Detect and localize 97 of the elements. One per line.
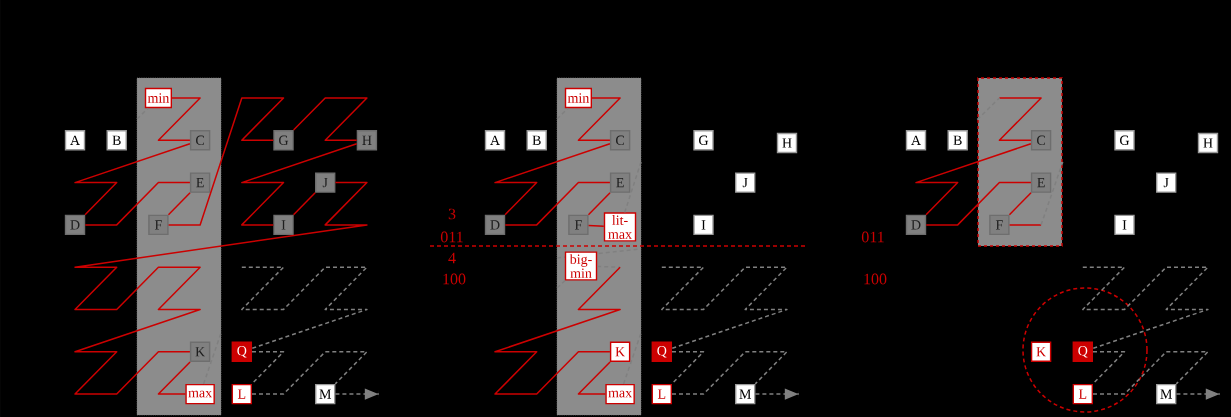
curve-segment (1040, 161, 1064, 226)
curve-segment (202, 332, 222, 385)
point-box: D (64, 214, 86, 236)
point-box: L (231, 383, 252, 405)
point-box: K (1030, 341, 1052, 362)
point-box: K (189, 341, 211, 362)
curve-segment (671, 351, 788, 395)
curve-segment (167, 192, 191, 216)
curve-segment (976, 97, 1001, 121)
point-box: max (185, 383, 215, 405)
point-box: E (609, 172, 631, 193)
point-box: L (651, 383, 672, 405)
curve-segment (167, 97, 285, 226)
point-box: Q (651, 341, 672, 362)
curve-segment (556, 107, 569, 120)
curve-segment (241, 266, 368, 350)
curve-segment (504, 181, 611, 226)
bit-label: 100 (864, 273, 887, 285)
curve-segment (1008, 192, 1032, 216)
point-box: C (609, 130, 631, 151)
bit-label: 3 (448, 208, 456, 220)
search-circle (1022, 287, 1148, 413)
curve-segment (587, 192, 611, 216)
curve-segment (587, 224, 605, 227)
point-box: H (1197, 132, 1219, 154)
curve-segment (251, 351, 368, 395)
point-box: M (735, 383, 756, 405)
arrow (334, 388, 380, 400)
point-box: M (315, 383, 336, 405)
point-box: F (568, 214, 589, 236)
curve-segment (915, 143, 1032, 216)
point-box: J (315, 172, 336, 193)
point-box: J (735, 172, 756, 193)
curve-segment (1092, 351, 1126, 385)
point-box: G (693, 130, 714, 151)
point-box: E (189, 172, 211, 193)
arrow (1175, 388, 1221, 400)
point-box: G (273, 130, 294, 151)
curve-segment (925, 181, 1032, 226)
point-box: B (947, 130, 968, 151)
curve-segment (136, 107, 149, 120)
curve-segment (74, 143, 191, 216)
curve-segment (74, 181, 368, 395)
point-box: A (905, 130, 927, 151)
bit-label: 011 (440, 231, 463, 243)
curve-segment (1082, 266, 1209, 350)
point-box: D (484, 214, 506, 236)
curve-segment (998, 97, 1042, 142)
point-box: F (989, 214, 1010, 236)
point-box: H (356, 130, 378, 151)
point-box: big-min (564, 251, 598, 281)
curve-segment (494, 266, 621, 395)
arrow (754, 388, 800, 400)
curve-segment (241, 143, 358, 226)
curve-segment (157, 361, 191, 395)
point-box: F (148, 214, 169, 236)
point-box: E (1030, 172, 1052, 193)
point-box: B (526, 130, 547, 151)
curve-segment (671, 351, 705, 385)
point-box: I (693, 214, 714, 236)
curve-segment (292, 192, 316, 216)
point-box: max (605, 383, 635, 405)
curve-segment (494, 143, 611, 216)
curve-segment (1008, 224, 1042, 226)
point-box: A (484, 130, 506, 151)
point-box: I (1114, 214, 1135, 236)
point-box: min (144, 87, 172, 109)
curve-segment (292, 97, 368, 142)
point-box: H (776, 132, 798, 154)
curve-segment (1092, 351, 1209, 395)
curve-segment (251, 351, 285, 385)
point-box: G (1114, 130, 1135, 151)
curve-segment (84, 181, 191, 226)
curve-segment (577, 97, 621, 142)
point-box: C (1030, 130, 1052, 151)
point-box: M (1156, 383, 1177, 405)
curve-segment (577, 361, 611, 395)
curve-segment (556, 279, 566, 289)
point-box: L (1072, 383, 1093, 405)
point-box: K (609, 341, 631, 362)
bit-label: 011 (861, 231, 884, 243)
point-box: min (564, 87, 592, 109)
point-box: Q (1072, 341, 1093, 362)
bit-label: 100 (443, 273, 466, 285)
point-box: Q (231, 341, 252, 362)
curve-segment (622, 332, 642, 385)
curve-segment (157, 97, 201, 142)
point-box: I (273, 214, 294, 236)
point-box: lit-max (603, 212, 637, 242)
curve-segment (661, 266, 788, 350)
point-box: A (64, 130, 86, 151)
point-box: J (1156, 172, 1177, 193)
point-box: C (189, 130, 211, 151)
bit-label: 4 (448, 252, 456, 264)
point-box: D (905, 214, 927, 236)
curve-segment (624, 161, 642, 214)
point-box: B (106, 130, 127, 151)
